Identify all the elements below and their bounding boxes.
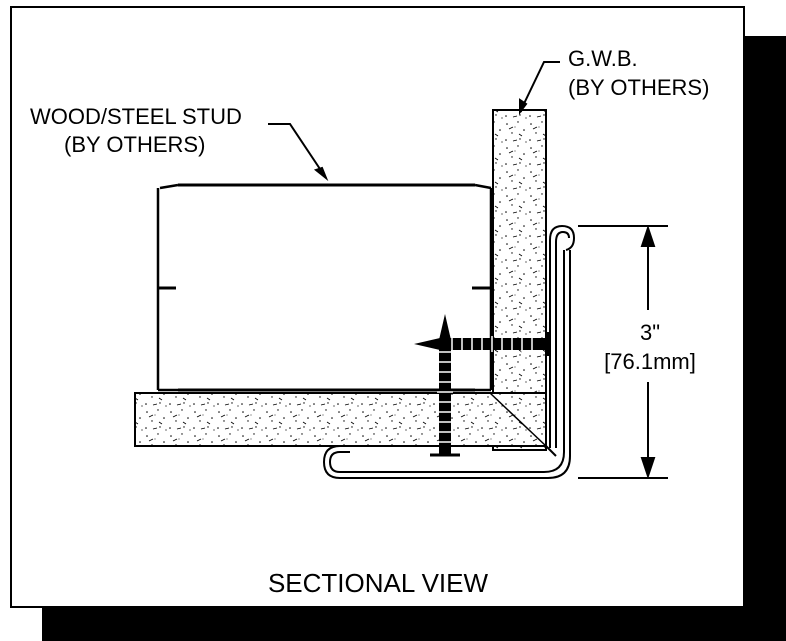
drawing-title: SECTIONAL VIEW	[268, 568, 489, 598]
leader-stud	[268, 123, 329, 182]
corner-bead	[322, 224, 576, 479]
dimension-metric: [76.1mm]	[604, 349, 696, 374]
label-stud-line1: WOOD/STEEL STUD	[30, 104, 242, 129]
gwb-horizontal	[134, 392, 547, 447]
label-gwb-line1: G.W.B.	[568, 46, 638, 71]
stud	[156, 183, 493, 392]
dimension-imperial: 3"	[640, 320, 660, 345]
leader-gwb	[519, 61, 560, 115]
screw-horizontal	[414, 332, 550, 356]
dimension-line	[578, 224, 668, 480]
screw-vertical	[430, 314, 460, 457]
drawing-panel	[10, 6, 745, 608]
label-stud-line2: (BY OTHERS)	[64, 132, 205, 157]
label-gwb-line2: (BY OTHERS)	[568, 75, 709, 100]
